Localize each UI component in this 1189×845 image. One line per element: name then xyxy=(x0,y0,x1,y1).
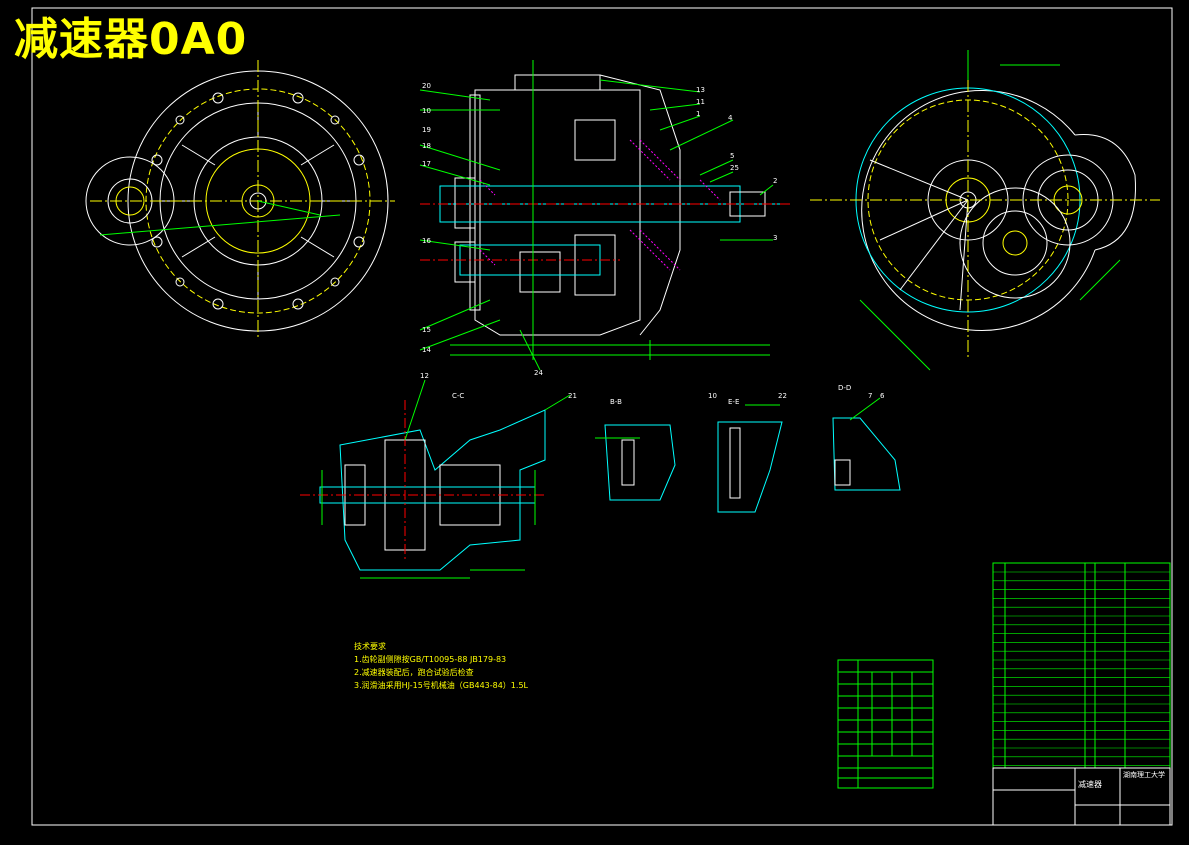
tech-requirement-3: 3.润滑油采用HJ-15号机械油（GB443-84）1.5L xyxy=(354,681,528,690)
section-d-d xyxy=(832,397,901,491)
part-number: 11 xyxy=(696,98,705,106)
part-number: 20 xyxy=(422,82,431,90)
part-number: 19 xyxy=(422,126,431,134)
part-number: 3 xyxy=(773,234,777,242)
tech-requirements: 技术要求 1.齿轮副侧隙按GB/T10095-88 JB179-83 2.减速器… xyxy=(354,640,528,692)
section-label: B-B xyxy=(610,398,622,406)
part-number: 5 xyxy=(730,152,734,160)
parameter-table xyxy=(837,659,934,789)
part-number: 14 xyxy=(422,346,431,354)
section-e-e xyxy=(717,404,783,513)
part-number: 12 xyxy=(420,372,429,380)
parts-list-rows xyxy=(993,571,1170,766)
sheet-border xyxy=(31,7,1173,826)
part-number: 24 xyxy=(534,369,543,377)
left-end-view xyxy=(85,60,395,340)
part-number: 7 xyxy=(868,392,872,400)
part-number: 2 xyxy=(773,177,777,185)
part-number: 4 xyxy=(728,114,733,122)
title-block-name: 减速器 xyxy=(1078,779,1102,789)
section-label: D-D xyxy=(838,384,851,392)
part-number: 22 xyxy=(778,392,787,400)
part-number: 10 xyxy=(422,107,431,115)
drawing-title: 减速器0A0 xyxy=(14,14,248,65)
section-label: C-C xyxy=(452,392,464,400)
parts-list xyxy=(992,562,1171,769)
main-section-view xyxy=(419,60,790,371)
title-block xyxy=(992,767,1171,826)
part-number: 1 xyxy=(696,110,700,118)
part-number: 18 xyxy=(422,142,431,150)
part-number: 13 xyxy=(696,86,705,94)
title-block-school: 湖南理工大学 xyxy=(1123,770,1165,779)
right-end-view xyxy=(810,50,1160,371)
part-number: 25 xyxy=(730,164,739,172)
section-b-b xyxy=(595,424,676,501)
tech-requirement-1: 1.齿轮副侧隙按GB/T10095-88 JB179-83 xyxy=(354,655,507,664)
tech-requirement-2: 2.减速器装配后，跑合试验后检查 xyxy=(354,668,474,677)
part-number: 16 xyxy=(422,237,431,245)
part-number: 21 xyxy=(568,392,577,400)
part-number: 10 xyxy=(708,392,717,400)
section-label: E-E xyxy=(728,398,739,406)
part-number: 6 xyxy=(880,392,885,400)
tech-requirements-heading: 技术要求 xyxy=(354,642,386,651)
part-number: 17 xyxy=(422,160,431,168)
section-c-c xyxy=(300,379,571,579)
part-number: 15 xyxy=(422,326,431,334)
